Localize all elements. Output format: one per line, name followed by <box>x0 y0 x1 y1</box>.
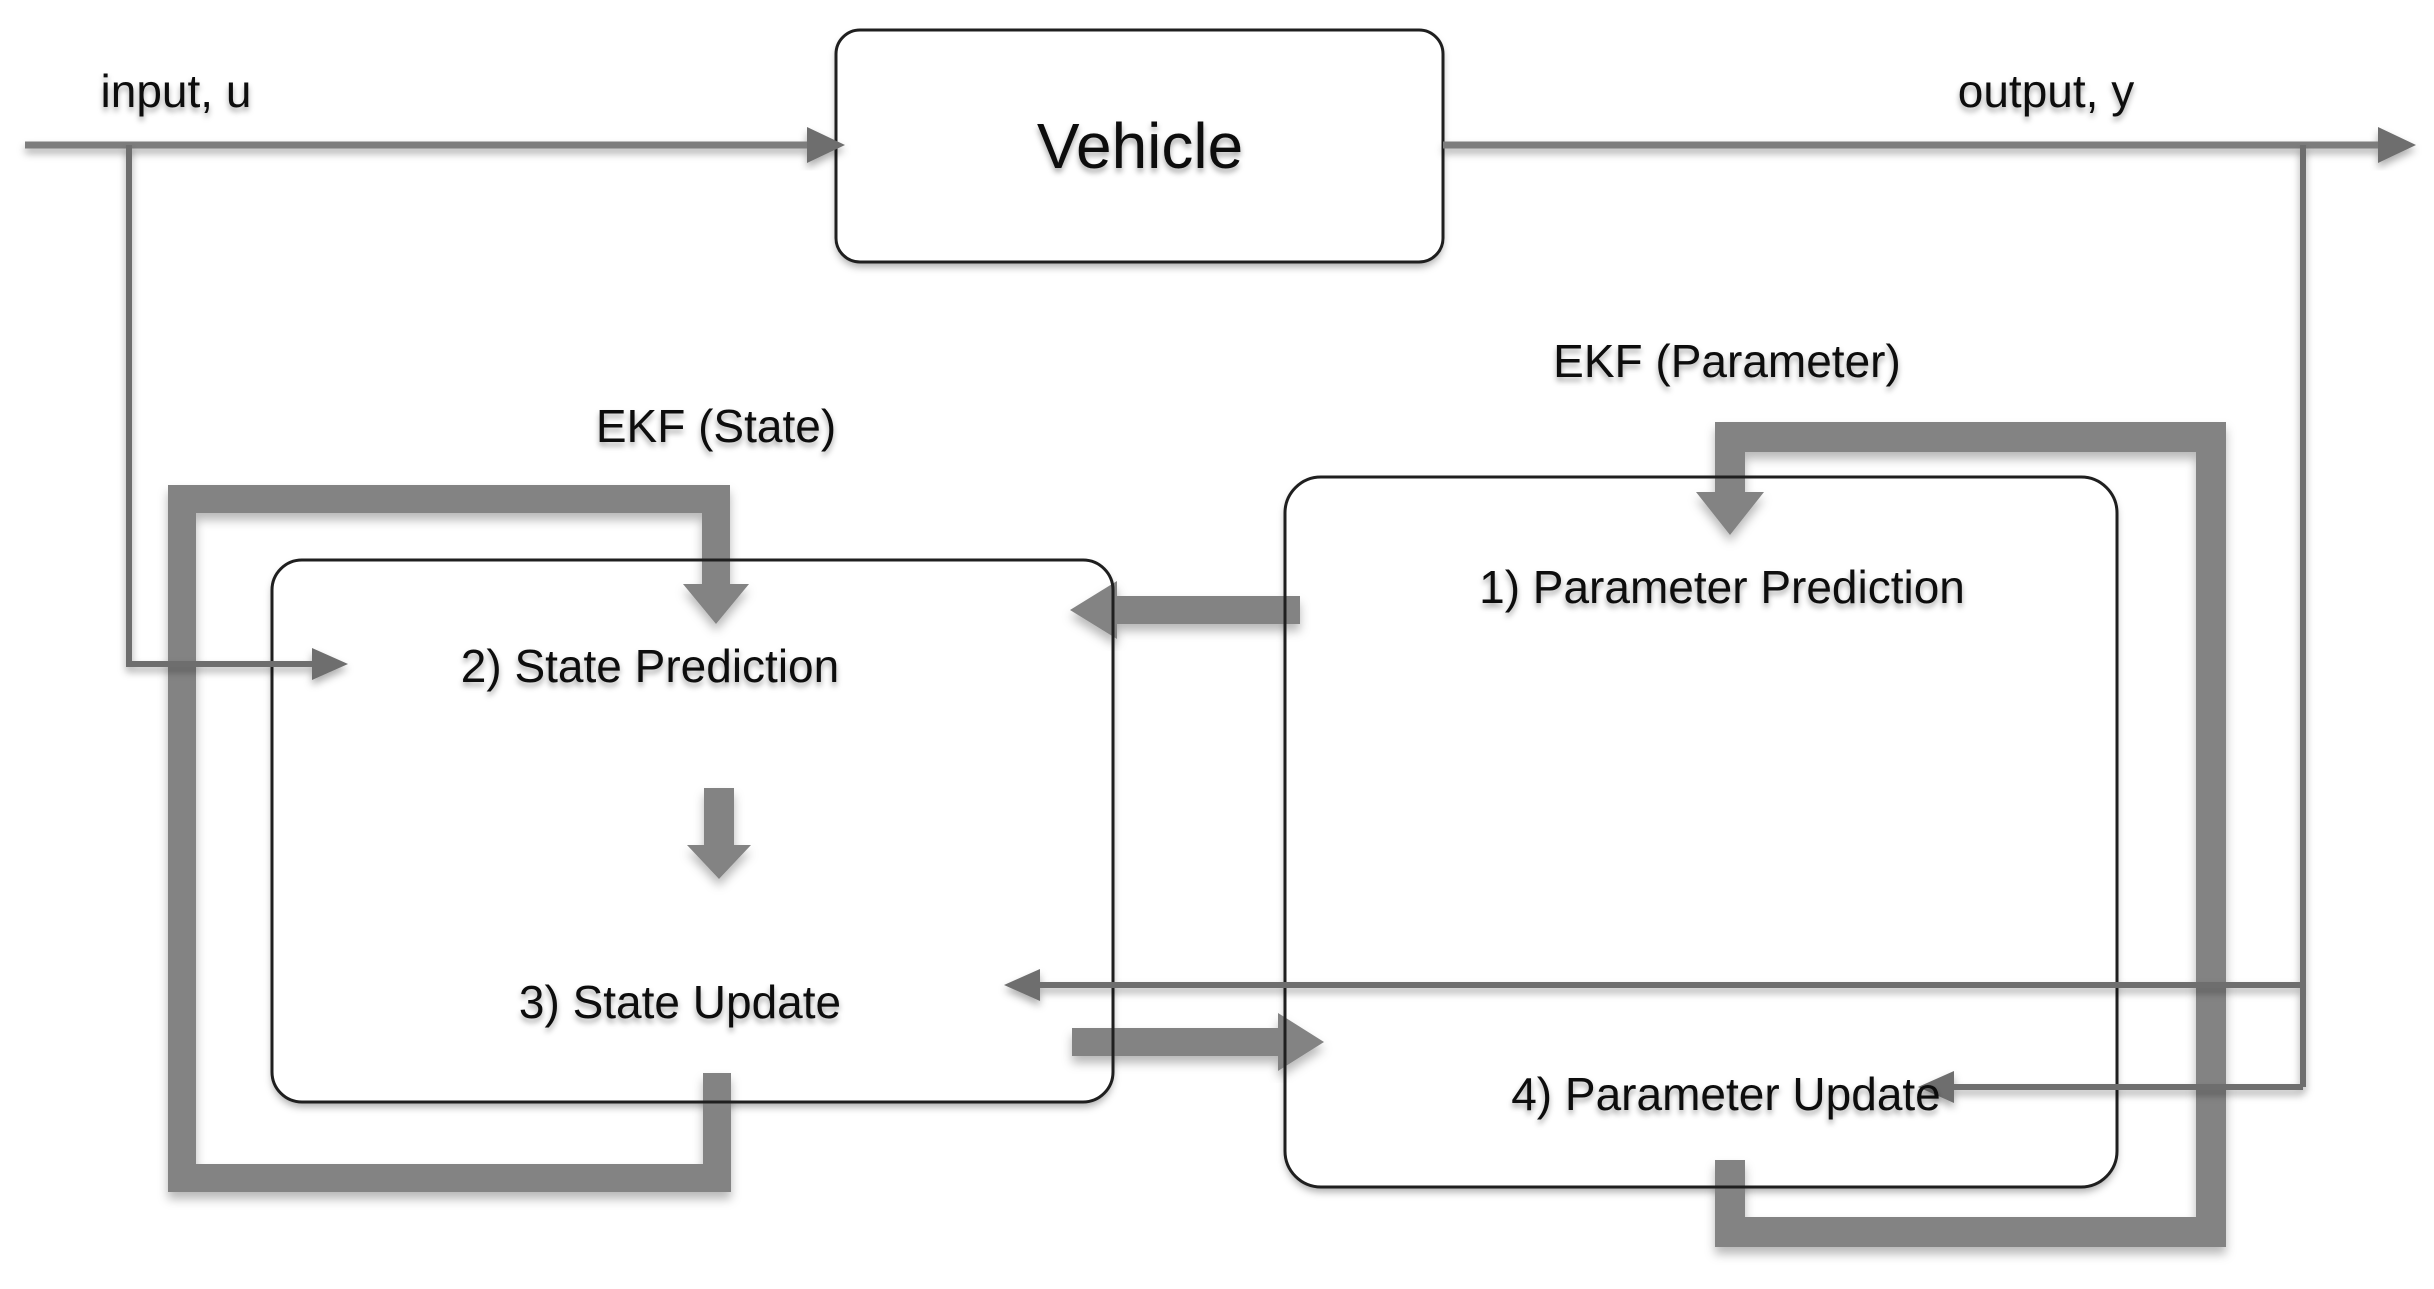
input-branch-path <box>126 145 316 667</box>
parameter-feedback-arrowhead-left-icon <box>1918 1071 1954 1103</box>
state-internal-arrowhead-down-icon <box>687 845 751 879</box>
state-internal-body <box>704 788 734 845</box>
vehicle-block-fill <box>836 30 1443 262</box>
parameter-ekf-title: EKF (Parameter) <box>1553 335 1901 387</box>
parameter-ekf-block-border <box>1283 475 2119 1189</box>
prediction-transfer-arrowhead-left-icon <box>1070 581 1117 639</box>
state-prediction-label: 2) State Prediction <box>461 640 839 692</box>
input-arrowhead-right-icon <box>807 127 845 163</box>
input-label: input, u <box>101 65 252 117</box>
state-loop-path <box>168 485 731 1192</box>
input-branch-arrow <box>126 145 348 680</box>
parameter-loop-arrowhead-down-icon <box>1696 492 1764 535</box>
output-feedback-branch <box>1004 145 2306 1103</box>
parameter-loop-path <box>1715 422 2226 1247</box>
input-branch-arrowhead-right-icon <box>312 648 348 680</box>
state-internal-arrow <box>687 788 751 879</box>
state-feedback-arrowhead-left-icon <box>1004 969 1040 1001</box>
state-ekf-title: EKF (State) <box>596 400 836 452</box>
prediction-transfer-body <box>1113 596 1300 624</box>
parameter-ekf-block-fill <box>1285 477 2117 1187</box>
update-transfer-arrow <box>1072 1013 1324 1071</box>
state-ekf-block-fill <box>272 560 1113 1102</box>
state-update-label: 3) State Update <box>519 976 841 1028</box>
output-arrowhead-right-icon <box>2378 127 2416 163</box>
vehicle-label: Vehicle <box>1037 110 1243 182</box>
parameter-loop-arrow <box>1696 422 2226 1247</box>
output-line <box>1443 127 2416 163</box>
prediction-transfer-arrow <box>1070 581 1300 639</box>
input-line <box>25 127 845 163</box>
parameter-prediction-label: 1) Parameter Prediction <box>1479 561 1965 613</box>
state-ekf-block-border <box>270 558 1115 1104</box>
output-label: output, y <box>1958 65 2134 117</box>
update-transfer-body <box>1072 1028 1281 1056</box>
parameter-update-label: 4) Parameter Update <box>1511 1068 1941 1120</box>
block-fills <box>272 30 2117 1187</box>
state-loop-arrow <box>168 485 749 1192</box>
update-transfer-arrowhead-right-icon <box>1278 1013 1324 1071</box>
state-loop-arrowhead-down-icon <box>683 584 749 624</box>
